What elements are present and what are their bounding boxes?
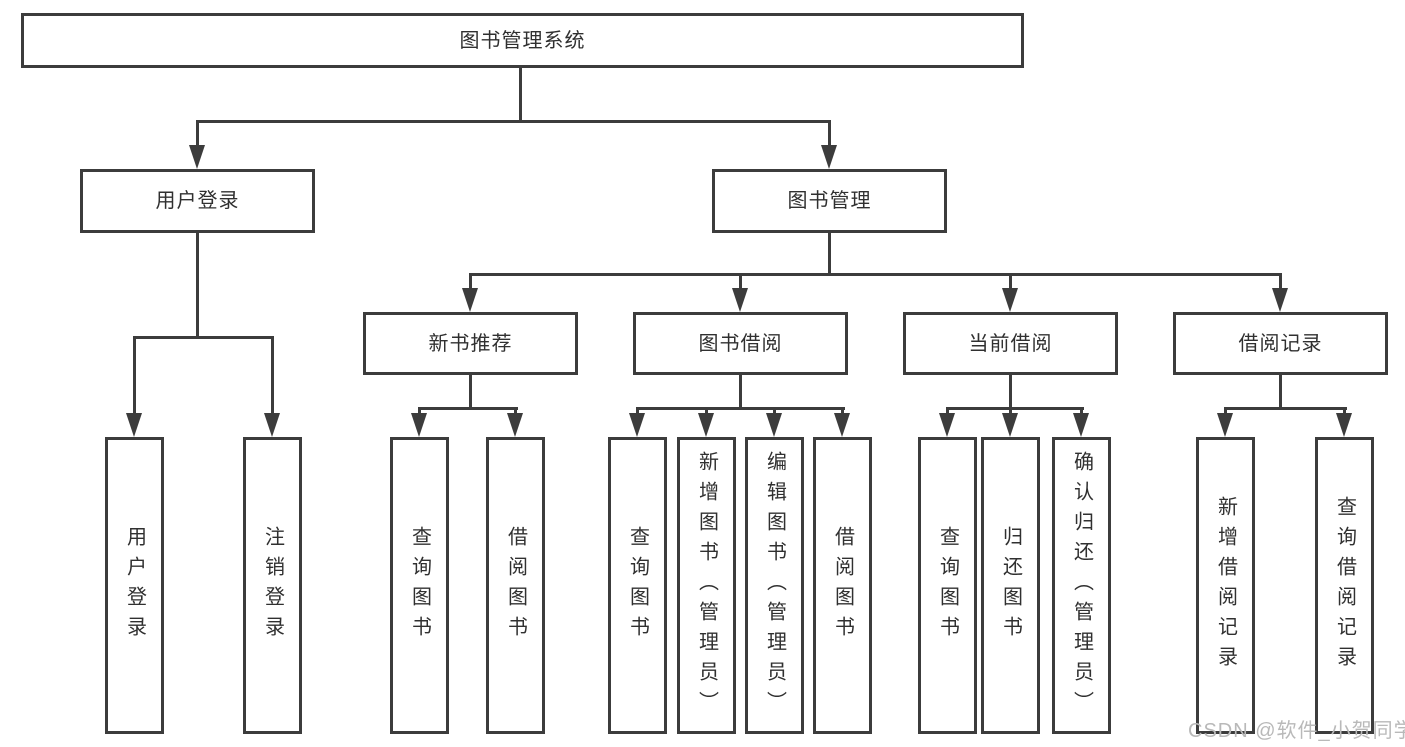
arrow-down-icon [1002, 288, 1018, 312]
connector-vline [828, 120, 831, 147]
connector-vline [1224, 407, 1227, 415]
connector-vline [418, 407, 421, 415]
connector-vline [828, 233, 831, 273]
leaf-user-login: 用户登录 [105, 437, 164, 734]
node-label: 确认归还（管理员） [1070, 450, 1093, 721]
connector-vline [739, 273, 742, 290]
connector-hline [1224, 407, 1347, 410]
arrow-down-icon [821, 145, 837, 169]
connector-vline [469, 273, 472, 290]
connector-vline [841, 407, 844, 415]
connector-vline [196, 233, 199, 336]
connector-vline [1080, 407, 1083, 415]
connector-vline [519, 68, 522, 120]
node-label: 借阅图书 [504, 525, 527, 646]
arrow-down-icon [126, 413, 142, 437]
leaf-query-books-current: 查询图书 [918, 437, 977, 734]
node-borrowing-records: 借阅记录 [1173, 312, 1388, 375]
connector-vline [469, 375, 472, 407]
arrow-down-icon [1002, 413, 1018, 437]
node-label: 查询图书 [408, 525, 431, 646]
leaf-add-books-admin: 新增图书（管理员） [677, 437, 736, 734]
leaf-query-books-borrow: 查询图书 [608, 437, 667, 734]
arrow-down-icon [507, 413, 523, 437]
node-library-management-system: 图书管理系统 [21, 13, 1024, 68]
arrow-down-icon [264, 413, 280, 437]
connector-hline [946, 407, 1084, 410]
connector-vline [1009, 375, 1012, 407]
node-label: 用户登录 [155, 190, 240, 212]
arrow-down-icon [629, 413, 645, 437]
connector-hline [418, 407, 518, 410]
node-label: 图书管理系统 [459, 29, 586, 52]
arrow-down-icon [939, 413, 955, 437]
connector-vline [1343, 407, 1346, 415]
node-label: 图书管理 [787, 190, 872, 212]
arrow-down-icon [698, 413, 714, 437]
node-label: 查询图书 [626, 525, 649, 646]
arrow-down-icon [1073, 413, 1089, 437]
connector-hline [636, 407, 845, 410]
connector-vline [636, 407, 639, 415]
connector-vline [946, 407, 949, 415]
connector-hline [469, 273, 1282, 276]
arrow-down-icon [189, 145, 205, 169]
connector-vline [1279, 273, 1282, 290]
node-book-borrowing: 图书借阅 [633, 312, 848, 375]
connector-vline [196, 120, 199, 147]
node-label: 用户登录 [123, 525, 146, 646]
arrow-down-icon [766, 413, 782, 437]
node-label: 查询借阅记录 [1333, 495, 1356, 676]
leaf-borrow-books: 借阅图书 [813, 437, 872, 734]
node-current-borrowing: 当前借阅 [903, 312, 1118, 375]
arrow-down-icon [411, 413, 427, 437]
arrow-down-icon [1272, 288, 1288, 312]
leaf-edit-books-admin: 编辑图书（管理员） [745, 437, 804, 734]
leaf-borrow-books-recommend: 借阅图书 [486, 437, 545, 734]
node-label: 图书借阅 [698, 332, 783, 355]
node-label: 借阅图书 [831, 525, 854, 646]
node-label: 查询图书 [936, 525, 959, 646]
node-user-login-group: 用户登录 [80, 169, 315, 233]
leaf-logout: 注销登录 [243, 437, 302, 734]
node-label: 归还图书 [999, 525, 1022, 646]
connector-vline [1279, 375, 1282, 407]
connector-vline [739, 375, 742, 407]
node-label: 注销登录 [261, 525, 284, 646]
connector-vline [271, 336, 274, 415]
connector-vline [705, 407, 708, 415]
leaf-return-books: 归还图书 [981, 437, 1040, 734]
node-new-book-recommendation: 新书推荐 [363, 312, 578, 375]
arrow-down-icon [732, 288, 748, 312]
leaf-query-books-recommend: 查询图书 [390, 437, 449, 734]
leaf-query-borrow-record: 查询借阅记录 [1315, 437, 1374, 734]
connector-vline [1009, 407, 1012, 415]
leaf-confirm-return-admin: 确认归还（管理员） [1052, 437, 1111, 734]
connector-hline [196, 120, 831, 123]
arrow-down-icon [1336, 413, 1352, 437]
node-label: 编辑图书（管理员） [763, 450, 786, 721]
connector-hline [133, 336, 274, 339]
leaf-add-borrow-record: 新增借阅记录 [1196, 437, 1255, 734]
node-label: 新书推荐 [428, 332, 513, 355]
connector-vline [773, 407, 776, 415]
node-label: 新增借阅记录 [1214, 495, 1237, 676]
node-label: 当前借阅 [968, 332, 1053, 355]
node-label: 借阅记录 [1238, 332, 1323, 355]
arrow-down-icon [834, 413, 850, 437]
connector-vline [133, 336, 136, 415]
arrow-down-icon [462, 288, 478, 312]
csdn-watermark: CSDN @软件_小贺同学 [1188, 720, 1405, 742]
node-book-management: 图书管理 [712, 169, 947, 233]
connector-vline [514, 407, 517, 415]
arrow-down-icon [1217, 413, 1233, 437]
connector-vline [1009, 273, 1012, 290]
node-label: 新增图书（管理员） [695, 450, 718, 721]
